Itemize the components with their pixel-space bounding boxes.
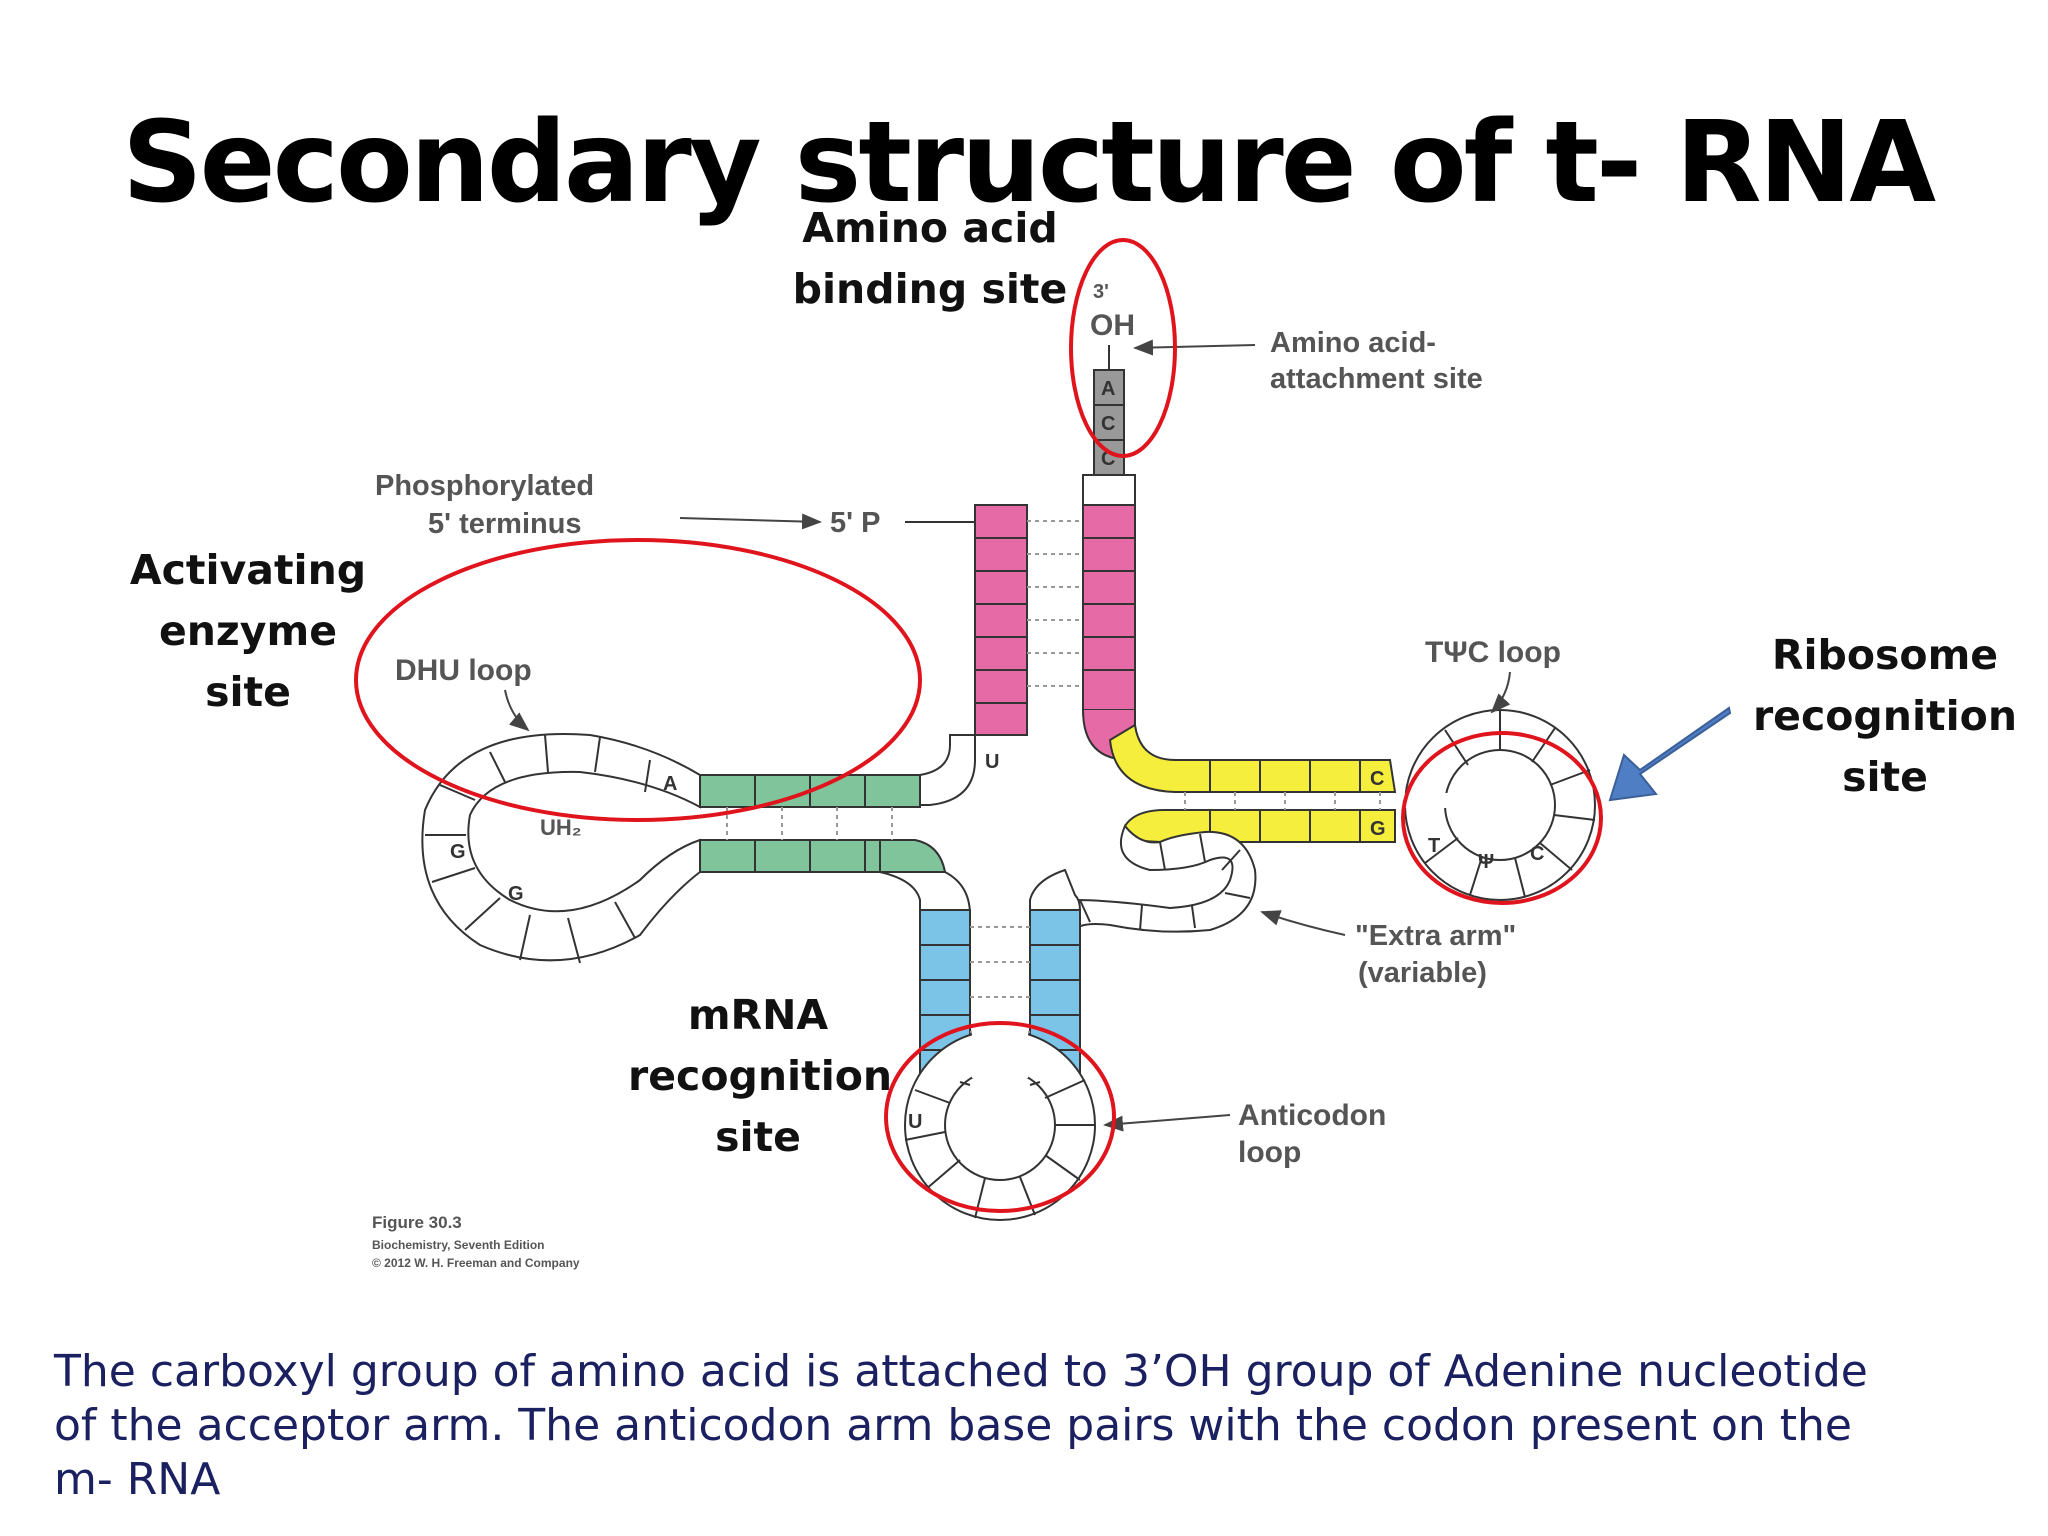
base-t-loop: T [1428, 835, 1440, 857]
figure-credit-3: © 2012 W. H. Freeman and Company [372, 1256, 580, 1270]
caption-line-1: The carboxyl group of amino acid is atta… [54, 1346, 1868, 1397]
base-a-acceptor: A [1101, 378, 1115, 400]
t-arm: C G T Ψ C [1108, 709, 1596, 901]
base-u-junction: U [985, 751, 999, 773]
annotation-amino-acid-binding: Amino acid binding site [792, 204, 1068, 313]
oh-label: OH [1090, 309, 1135, 342]
extra-arm [1039, 824, 1257, 941]
caption-line-2: of the acceptor arm. The anticodon arm b… [54, 1400, 1853, 1451]
extra-arm-label-2: (variable) [1358, 957, 1487, 989]
uh2-label: UH₂ [540, 815, 582, 840]
annotation-activating-enzyme: Activating enzyme site [129, 546, 367, 716]
phosphorylated-label-2: 5' terminus [428, 508, 582, 540]
slide-caption: The carboxyl group of amino acid is atta… [54, 1345, 2014, 1507]
ribosome-pointer-arrow [1608, 706, 1732, 802]
amino-attach-label-1: Amino acid- [1270, 327, 1436, 359]
five-p-label: 5' P [830, 507, 880, 539]
caption-line-3: m- RNA [54, 1454, 221, 1505]
base-g-tpsic: G [1370, 818, 1386, 840]
highlight-mrna [884, 1021, 1116, 1213]
extra-arm-label-1: "Extra arm" [1355, 920, 1516, 952]
highlight-ribosome [1401, 731, 1603, 905]
annotation-ribosome-recognition: Ribosome recognition site [1752, 631, 2018, 801]
figure-credit-2: Biochemistry, Seventh Edition [372, 1238, 544, 1252]
anticodon-loop-label-2: loop [1238, 1136, 1301, 1169]
highlight-amino-acid [1069, 238, 1177, 458]
dhu-loop-label: DHU loop [395, 654, 532, 687]
acceptor-stem-left [974, 504, 1028, 736]
anticodon-loop-label-1: Anticodon [1238, 1099, 1386, 1132]
base-a-dhu: A [663, 773, 677, 795]
phosphorylated-label-1: Phosphorylated [375, 470, 594, 502]
base-psi-loop: Ψ [1478, 851, 1494, 873]
acceptor-stem-right [1082, 474, 1136, 761]
base-c-loop: C [1530, 843, 1544, 865]
slide-title: Secondary structure of t- RNA [122, 98, 1936, 228]
amino-attach-label-2: attachment site [1270, 363, 1483, 395]
base-u-anticodon: U [908, 1111, 922, 1133]
base-g1-dhu: G [450, 841, 466, 863]
figure-credit-1: Figure 30.3 [372, 1213, 462, 1232]
annotation-mrna-recognition: mRNA recognition site [628, 991, 893, 1161]
tpsic-loop-label: TΨC loop [1425, 636, 1561, 669]
three-prime-label: 3' [1093, 281, 1109, 303]
acceptor-pairs [1027, 520, 1083, 687]
base-c1-acceptor: C [1101, 413, 1115, 435]
anticodon-arm: U [879, 868, 1096, 1221]
d-arm: A G G UH₂ [421, 733, 976, 964]
highlight-activating-enzyme [354, 538, 922, 822]
base-g2-dhu: G [508, 883, 524, 905]
base-c-tpsic: C [1370, 768, 1384, 790]
